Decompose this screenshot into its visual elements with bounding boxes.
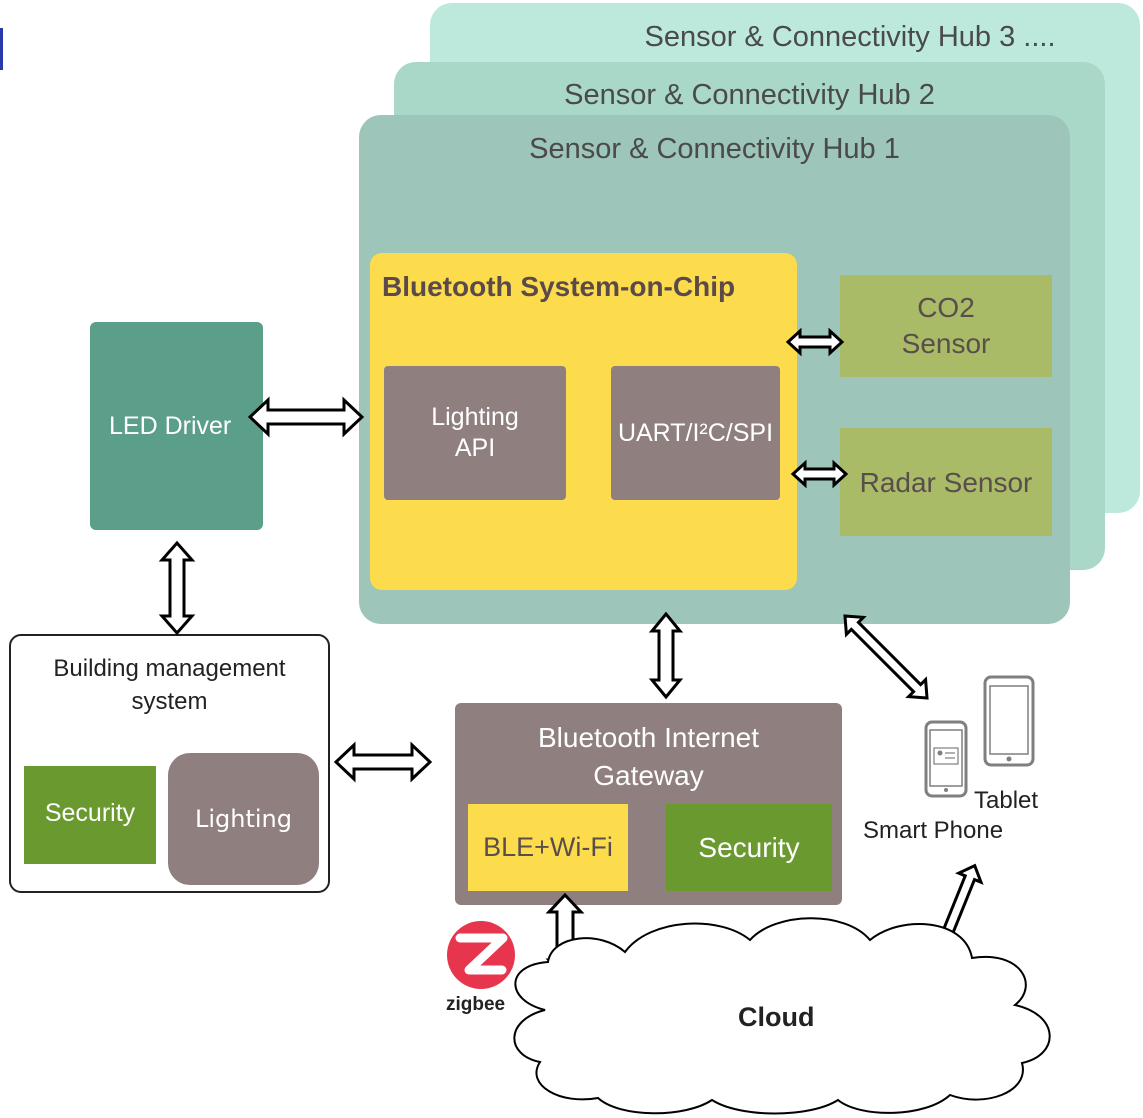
- arrow-led-bms: [158, 540, 196, 636]
- lighting-api-line1: Lighting: [431, 403, 519, 431]
- arrow-hub-gateway: [648, 611, 684, 700]
- gateway-title-line1: Bluetooth Internet: [537, 722, 760, 753]
- arrow-hub-devices: [843, 614, 929, 700]
- smart-phone-icon: [924, 720, 968, 798]
- soc-title: Bluetooth System-on-Chip: [382, 271, 736, 302]
- tablet-icon: [983, 675, 1035, 767]
- uart-block: UART/I²C/SPI: [611, 366, 780, 500]
- gateway-title: Bluetooth Internet Gateway: [455, 719, 842, 795]
- radar-label: Radar Sensor: [859, 467, 1033, 498]
- arrow-bms-gateway: [333, 741, 433, 783]
- arrow-soc-radar: [790, 459, 849, 489]
- uart-label: UART/I²C/SPI: [617, 418, 774, 447]
- hub-1-title: Sensor & Connectivity Hub 1: [529, 133, 900, 165]
- radar-sensor: Radar Sensor: [840, 428, 1052, 536]
- bms-lighting-label: Lighting: [194, 805, 292, 833]
- zigbee-label: zigbee: [446, 994, 506, 1015]
- hub-3-title: Sensor & Connectivity Hub 3 ....: [644, 21, 1056, 53]
- cloud-label: Cloud: [738, 1002, 815, 1032]
- gateway-security-label: Security: [698, 831, 800, 863]
- led-driver-label: LED Driver: [109, 411, 232, 440]
- co2-line2: Sensor: [901, 328, 991, 359]
- arrow-soc-co2: [785, 327, 845, 357]
- edge-marker: [0, 28, 3, 70]
- co2-sensor: CO2 Sensor: [840, 275, 1052, 377]
- bms-lighting: Lighting: [168, 753, 319, 885]
- lighting-api-line2: API: [454, 434, 496, 462]
- smart-phone-label: Smart Phone: [863, 817, 1004, 844]
- ble-wifi-block: BLE+Wi-Fi: [468, 804, 628, 891]
- arrow-led-soc: [247, 396, 365, 438]
- zigbee-logo: [447, 921, 515, 989]
- gateway-security: Security: [666, 804, 832, 891]
- ble-wifi-label: BLE+Wi-Fi: [483, 832, 613, 862]
- cloud-shape: [513, 917, 1051, 1115]
- bms-title: Building management system: [11, 652, 328, 718]
- led-driver: LED Driver: [90, 322, 263, 530]
- bms-title-line1: Building management: [53, 655, 286, 682]
- co2-line1: CO2: [917, 292, 975, 323]
- hub-2-title: Sensor & Connectivity Hub 2: [564, 79, 935, 111]
- bms-title-line2: system: [131, 688, 208, 715]
- lighting-api-block: Lighting API: [384, 366, 566, 500]
- bms-security-label: Security: [44, 798, 136, 827]
- tablet-label: Tablet: [974, 787, 1039, 814]
- gateway-title-line2: Gateway: [593, 760, 704, 791]
- bms-security: Security: [24, 766, 156, 864]
